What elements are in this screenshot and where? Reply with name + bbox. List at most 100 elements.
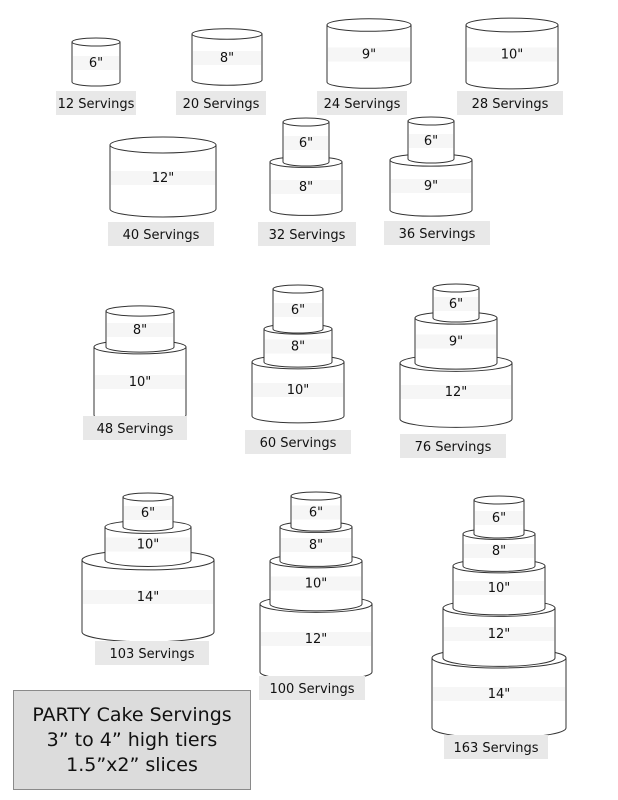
tier-band [73, 56, 119, 70]
tier-size-label: 10" [137, 538, 160, 553]
tier-top [326, 18, 412, 32]
tier-size-label: 10" [287, 383, 310, 398]
tier-band [83, 590, 213, 604]
tier-size-label: 8" [299, 180, 313, 195]
servings-label: 60 Servings [245, 430, 351, 454]
tier-top [282, 117, 330, 127]
tier-size-label: 8" [291, 340, 305, 355]
cake-13: 14"12"10"8"6"163 Servings [431, 495, 567, 759]
servings-count: 24 Servings [324, 97, 401, 112]
tier-size-label: 9" [362, 48, 376, 63]
tier-top [290, 491, 342, 501]
tier-top [407, 116, 455, 126]
tier-band [284, 136, 328, 150]
servings-count: 100 Servings [269, 682, 354, 697]
tier-band [464, 544, 534, 558]
tier-band [95, 375, 185, 389]
cake-3: 9" 24 Servings [317, 18, 412, 115]
tier-size-label: 10" [129, 375, 152, 390]
servings-label-box [95, 641, 209, 665]
tier-band [274, 303, 322, 317]
cake-tier: 8" [191, 28, 263, 86]
cake-4: 10" 28 Servings [457, 17, 563, 115]
tier-size-label: 12" [152, 171, 175, 186]
tier-size-label: 8" [220, 51, 234, 66]
servings-label-box [259, 676, 365, 700]
servings-count: 20 Servings [183, 97, 260, 112]
cake-tier: 6" [122, 492, 174, 532]
servings-count: 36 Servings [399, 227, 476, 242]
cake-tier: 6" [432, 283, 480, 323]
servings-label: 100 Servings [259, 676, 365, 700]
legend-title: PARTY Cake Servings [32, 703, 232, 726]
servings-count: 103 Servings [109, 647, 194, 662]
servings-count: 28 Servings [472, 97, 549, 112]
servings-label-box [444, 735, 548, 759]
tier-band [454, 581, 544, 595]
tier-band [111, 171, 215, 185]
servings-count: 163 Servings [453, 741, 538, 756]
servings-label-box [258, 222, 356, 246]
cake-9: 10"8"6"60 Servings [245, 284, 351, 454]
cake-tier: 6" [71, 37, 121, 87]
servings-label: 40 Servings [108, 222, 214, 246]
tier-band [328, 47, 410, 62]
tier-top [191, 28, 263, 40]
tier-size-label: 6" [309, 506, 323, 521]
tier-size-label: 8" [133, 323, 147, 338]
servings-count: 40 Servings [123, 228, 200, 243]
cake-5: 12" 40 Servings [108, 136, 217, 246]
cake-tier: 6" [407, 116, 455, 164]
cake-2: 8" 20 Servings [176, 28, 266, 115]
servings-label: 76 Servings [400, 434, 506, 458]
tier-size-label: 6" [89, 56, 103, 71]
servings-label: 103 Servings [95, 641, 209, 665]
cake-12: 12" 10" 8" 6" 100 Servings [259, 491, 373, 700]
tier-size-label: 12" [305, 632, 328, 647]
tier-band [271, 180, 341, 194]
servings-label-box [400, 434, 506, 458]
tier-band [433, 687, 565, 701]
tier-top [109, 136, 217, 154]
tier-band [193, 51, 261, 65]
tier-band [107, 323, 173, 337]
cake-10: 12"9"6"76 Servings [399, 283, 513, 458]
tier-size-label: 8" [309, 538, 323, 553]
cake-tier: 10" [465, 17, 559, 90]
servings-count: 12 Servings [58, 97, 135, 112]
cake-1: 6" 12 Servings [56, 37, 136, 115]
tier-band [401, 385, 511, 399]
tier-size-label: 10" [305, 577, 328, 592]
tier-size-label: 14" [488, 687, 511, 702]
servings-label-box [83, 416, 187, 440]
tier-band [444, 627, 554, 641]
tier-band [391, 179, 471, 193]
tier-band [261, 632, 371, 646]
legend-box: PARTY Cake Servings 3” to 4” high tiers … [13, 690, 251, 790]
servings-label-box [457, 91, 563, 115]
legend-tier-height: 3” to 4” high tiers [46, 728, 218, 751]
tier-size-label: 10" [501, 48, 524, 63]
tier-band [265, 339, 331, 354]
tier-size-label: 14" [137, 590, 160, 605]
tier-band [271, 576, 361, 591]
tier-top [432, 283, 480, 293]
tier-band [253, 383, 343, 397]
servings-label-box [245, 430, 351, 454]
cake-tier: 6" [473, 495, 525, 539]
tier-band [292, 505, 340, 520]
servings-label-box [56, 91, 136, 115]
tier-band [281, 538, 351, 552]
servings-count: 32 Servings [269, 228, 346, 243]
tier-top [473, 495, 525, 505]
tier-size-label: 12" [445, 385, 468, 400]
legend-slice-size: 1.5”x2” slices [66, 753, 198, 776]
tier-band [416, 334, 496, 349]
tier-band [475, 511, 523, 525]
cake-6: 8"6"32 Servings [258, 117, 356, 246]
cake-11: 14" 10" 6" 103 Servings [81, 492, 215, 665]
servings-label-box [384, 221, 490, 245]
servings-label: 48 Servings [83, 416, 187, 440]
